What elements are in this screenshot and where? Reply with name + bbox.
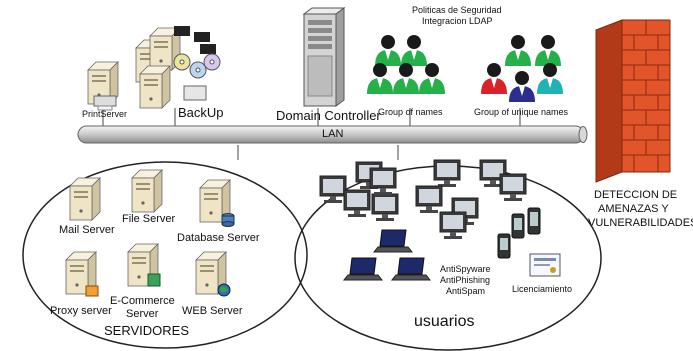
domain-controller-icon [302,7,346,107]
policies-label-line1: Politicas de Seguridad [412,5,502,15]
servers-zone-label: SERVIDORES [104,323,190,338]
group-of-names-icon [367,35,445,94]
ecommerce-server-label-line2: Server [126,308,159,320]
file-server-icon [131,169,163,213]
group-of-names-label: Group of names [378,107,443,117]
threats-label-line3: VULNERABILIDADES [588,217,693,229]
file-server-label: File Server [122,213,176,225]
lan-label: LAN [322,128,344,140]
threats-label-line2: AMENAZAS Y [598,203,669,215]
licensing-label: Licenciamiento [512,284,573,294]
threats-label-line1: DETECCION DE [594,189,678,201]
workstation-cluster-right [415,159,527,240]
lan-bus [77,125,588,144]
backup-label: BackUp [178,105,224,120]
web-server-icon [195,251,231,297]
domain-controller-label: Domain Controller [276,108,381,123]
workstation-cluster-left [319,161,399,222]
mail-server-icon [69,177,101,221]
security-label-line2: AntiPhishing [440,275,491,285]
policies-label-line2: Integracion LDAP [422,16,493,26]
print-server-icon [87,61,119,111]
database-server-label: Database Server [177,232,260,244]
proxy-server-icon [65,251,99,297]
firewall-icon [595,19,671,183]
group-of-unique-names-label: Group of unique names [474,107,569,117]
laptop-group [343,229,431,281]
mail-server-label: Mail Server [59,224,115,236]
ecommerce-server-label-line1: E-Commerce [110,295,175,307]
license-certificate-icon [529,253,561,277]
print-server-label: PrintServer [82,109,128,119]
ecommerce-server-icon [127,243,161,287]
web-server-label: WEB Server [182,305,243,317]
servers-zone [22,161,308,349]
security-label-line1: AntiSpyware [440,264,491,274]
database-server-icon [199,179,235,227]
handheld-devices [497,207,541,259]
security-label-line3: AntiSpam [446,286,486,296]
backup-icon [135,26,221,109]
proxy-server-label: Proxy server [50,305,112,317]
group-of-unique-names-icon [481,35,563,102]
users-zone-label: usuarios [414,313,475,330]
